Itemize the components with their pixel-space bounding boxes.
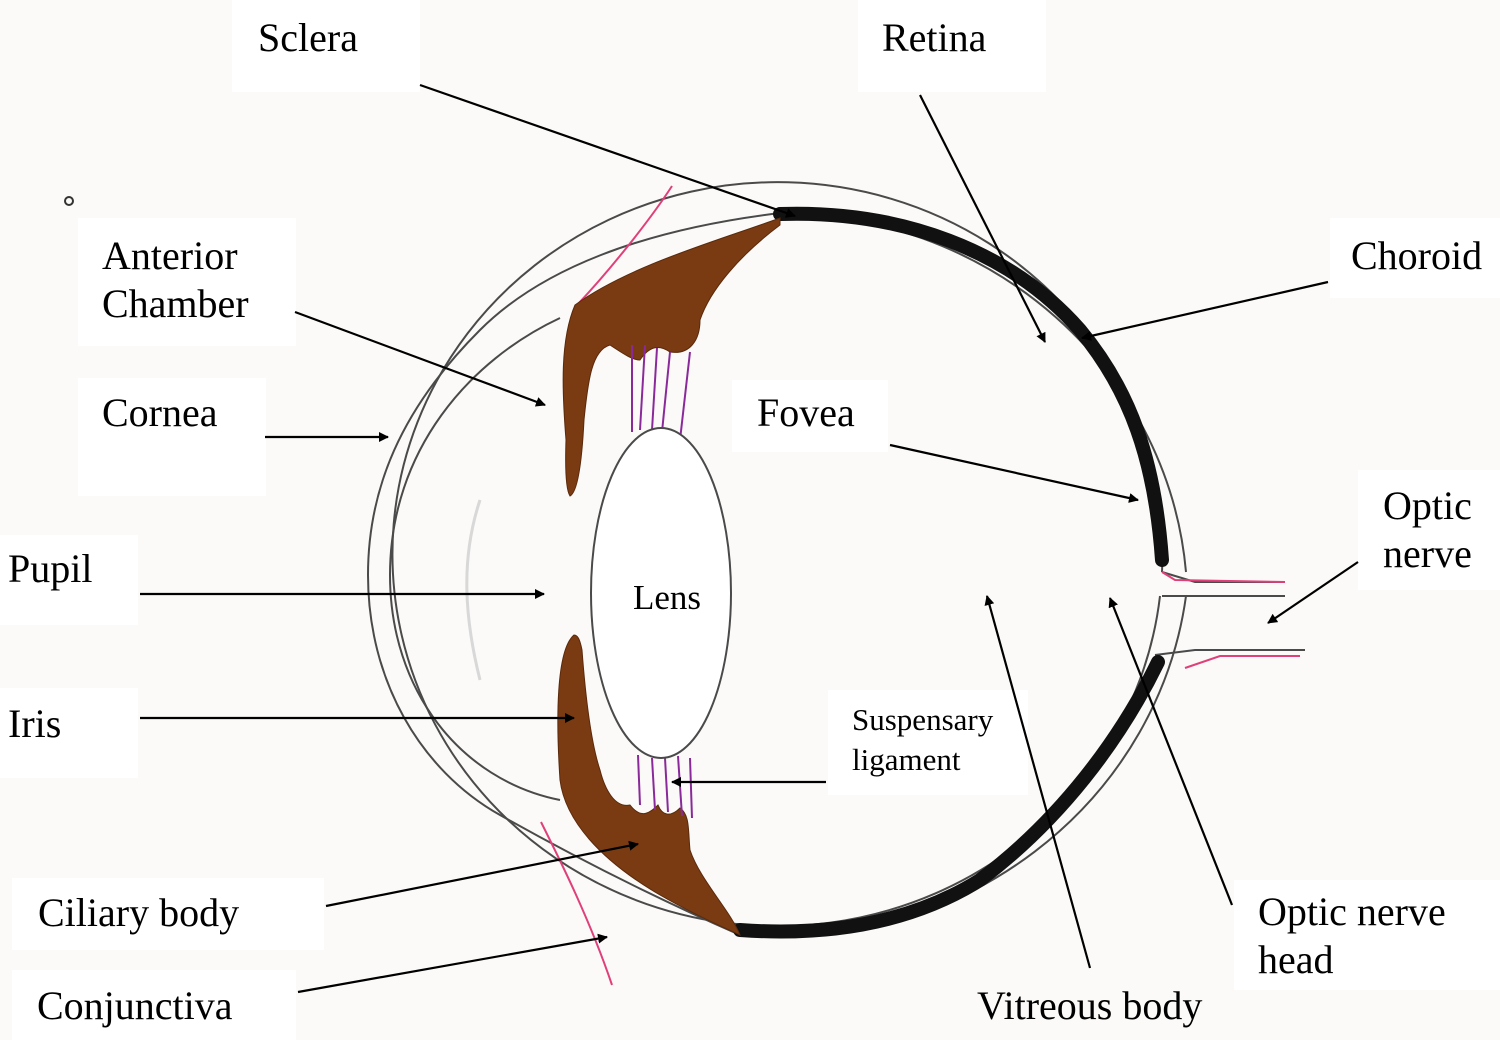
lens xyxy=(590,427,732,759)
label-vitreous-body: Vitreous body xyxy=(977,983,1203,1028)
arrow-retina xyxy=(919,94,1046,343)
suspensory-ligaments xyxy=(631,344,693,819)
arrow-conjunctiva xyxy=(297,933,608,994)
label-suspensary-ligament: Suspensary ligament xyxy=(852,702,994,777)
label-sclera: Sclera xyxy=(258,15,358,60)
arrow-sclera xyxy=(419,83,796,218)
arrow-choroid xyxy=(1081,280,1329,341)
label-optic-nerve-head: Optic nerve head xyxy=(1258,889,1446,982)
label-conjunctiva: Conjunctiva xyxy=(37,983,233,1028)
label-cornea: Cornea xyxy=(102,390,218,435)
arrow-anterior-chamber xyxy=(294,310,546,407)
cornea-inner xyxy=(388,317,561,801)
label-anterior-chamber: Anterior Chamber xyxy=(102,233,249,326)
small-circle-mark xyxy=(64,196,74,206)
arrow-ciliary-body xyxy=(325,840,639,908)
choroid-band xyxy=(733,206,1169,939)
label-pupil: Pupil xyxy=(8,546,93,591)
pointer-arrows xyxy=(140,83,1359,994)
label-fovea: Fovea xyxy=(757,390,855,435)
conjunctiva xyxy=(540,185,1300,986)
label-optic-nerve: Optic nerve xyxy=(1383,483,1472,576)
arrow-optic-nerve-head xyxy=(1108,597,1234,906)
arrow-vitreous-body xyxy=(984,595,1092,969)
label-iris: Iris xyxy=(8,701,62,746)
label-lens: Lens xyxy=(633,578,702,617)
aqueous-curve xyxy=(465,499,482,681)
arrow-fovea xyxy=(889,443,1139,503)
label-ciliary-body: Ciliary body xyxy=(38,890,240,935)
label-retina: Retina xyxy=(882,15,987,60)
label-choroid: Choroid xyxy=(1351,233,1483,278)
arrow-optic-nerve xyxy=(1267,561,1359,624)
iris-ciliary-body xyxy=(557,217,781,937)
